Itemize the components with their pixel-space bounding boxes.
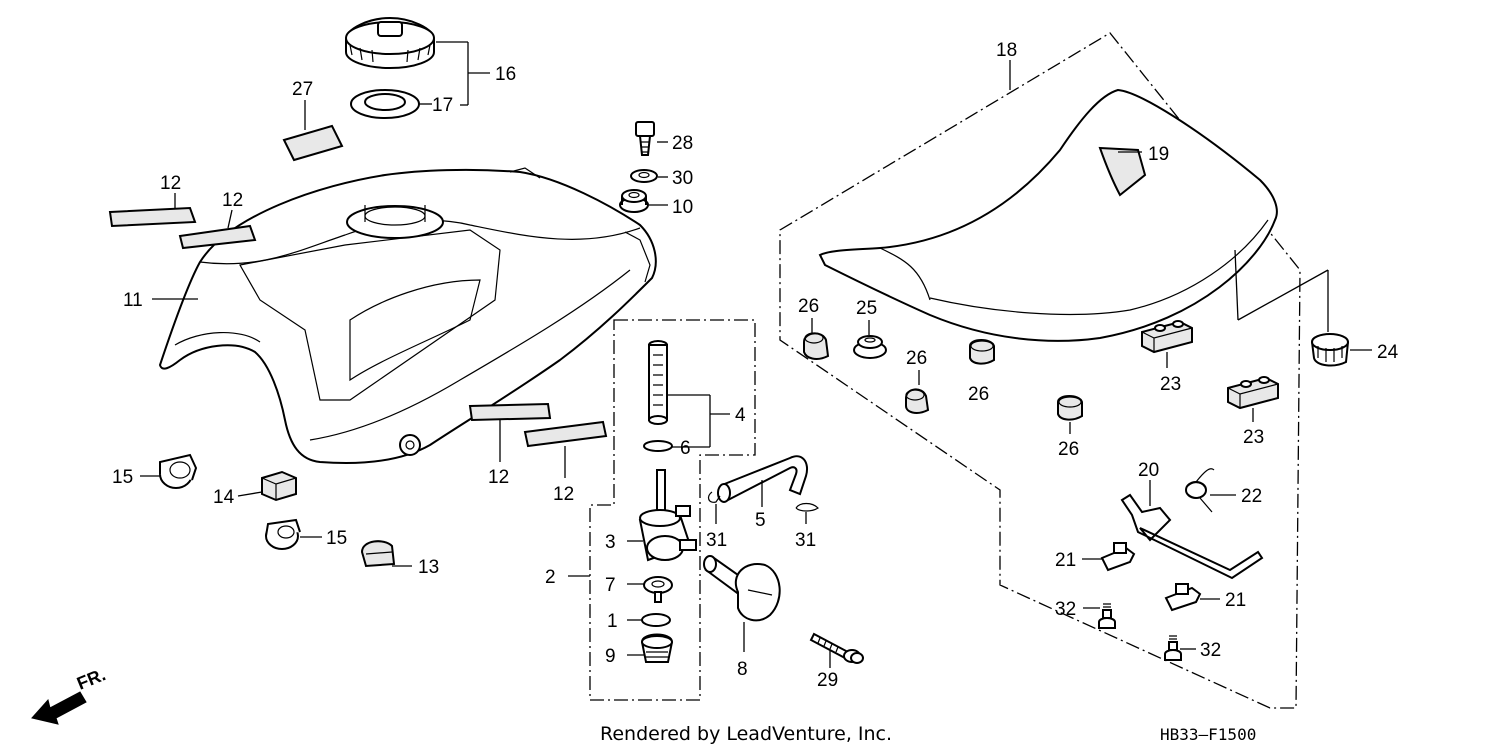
callout-4: 4 [735, 405, 746, 426]
callout-31a: 31 [706, 530, 727, 551]
washer[interactable] [630, 169, 658, 183]
callout-16: 16 [495, 64, 516, 85]
callout-30: 30 [672, 168, 693, 189]
callout-32b: 32 [1200, 640, 1221, 661]
callout-8: 8 [737, 659, 748, 680]
callout-29: 29 [817, 670, 838, 691]
callout-3: 3 [605, 532, 616, 553]
cushion-strip-2[interactable] [178, 224, 257, 250]
cushion-strip-4[interactable] [523, 420, 608, 448]
rubber-mount-15b[interactable] [265, 518, 301, 550]
callout-26c: 26 [968, 384, 989, 405]
bolt-32a[interactable] [1098, 603, 1116, 629]
callout-27: 27 [292, 79, 313, 100]
cushion-strip-3[interactable] [468, 402, 552, 422]
callout-12d: 12 [553, 484, 574, 505]
callout-12c: 12 [488, 467, 509, 488]
front-direction-arrow-icon [31, 691, 87, 725]
callout-13: 13 [418, 557, 439, 578]
fuel-cap-gasket[interactable] [350, 89, 420, 119]
callout-2: 2 [545, 567, 556, 588]
front-direction-label: FR. [74, 664, 108, 693]
callout-17: 17 [432, 95, 453, 116]
callout-9: 9 [605, 646, 616, 667]
grommet-10[interactable] [619, 189, 649, 213]
callout-26d: 26 [1058, 439, 1079, 460]
callout-15a: 15 [112, 467, 133, 488]
diagram-code: HB33–F1500 [1160, 725, 1256, 744]
valve-plate-7[interactable] [643, 576, 673, 603]
sediment-cup-9[interactable] [640, 633, 674, 663]
caution-label[interactable] [282, 124, 344, 162]
callout-31b: 31 [795, 530, 816, 551]
fuel-tank[interactable] [158, 167, 657, 464]
grommet-25[interactable] [853, 335, 887, 359]
o-ring-6[interactable] [643, 440, 673, 452]
clip-21a[interactable] [1100, 542, 1136, 572]
callout-12a: 12 [160, 173, 181, 194]
callout-11: 11 [123, 290, 143, 311]
rubber-mount-15a[interactable] [159, 453, 198, 489]
callout-25: 25 [856, 298, 877, 319]
clip-21b[interactable] [1164, 583, 1202, 612]
seat-cushion-26c[interactable] [969, 339, 995, 365]
seat-cushion-26d[interactable] [1057, 395, 1083, 421]
callout-7: 7 [605, 575, 616, 596]
callout-10: 10 [672, 197, 693, 218]
callout-26a: 26 [798, 296, 819, 317]
fuel-valve[interactable] [638, 469, 697, 562]
callout-23b: 23 [1243, 427, 1264, 448]
callout-21a: 21 [1055, 550, 1076, 571]
rubber-block-14[interactable] [261, 470, 297, 502]
callout-26b: 26 [906, 348, 927, 369]
callout-20: 20 [1138, 460, 1159, 481]
spring-22[interactable] [1185, 468, 1215, 513]
callout-1: 1 [607, 611, 618, 632]
rubber-block-23a[interactable] [1141, 320, 1193, 354]
rubber-block-23b[interactable] [1227, 376, 1279, 410]
callout-19: 19 [1148, 144, 1169, 165]
seat-catch-20[interactable] [1120, 493, 1264, 580]
fuel-tube[interactable] [717, 455, 808, 503]
seat-cushion-26b[interactable] [905, 388, 930, 414]
bolt-29[interactable] [809, 632, 864, 664]
tube-clip-b[interactable] [795, 502, 819, 512]
fuel-strainer[interactable] [648, 340, 668, 425]
callout-12b: 12 [222, 190, 243, 211]
callout-15b: 15 [326, 528, 347, 549]
callout-22: 22 [1241, 486, 1262, 507]
bolt[interactable] [635, 121, 655, 156]
callout-18: 18 [996, 40, 1017, 61]
seat[interactable] [818, 88, 1278, 342]
callout-32a: 32 [1055, 599, 1076, 620]
callout-14: 14 [213, 487, 235, 508]
tube-clip-a[interactable] [707, 491, 721, 503]
callout-23a: 23 [1160, 374, 1181, 395]
rendered-by-credit: Rendered by LeadVenture, Inc. [600, 723, 892, 745]
cushion-strip-1[interactable] [108, 206, 197, 228]
seat-cushion-24[interactable] [1310, 333, 1350, 367]
callout-6: 6 [680, 438, 691, 459]
callout-24: 24 [1377, 342, 1399, 363]
callout-28: 28 [672, 133, 693, 154]
callout-21b: 21 [1225, 590, 1246, 611]
o-ring-1[interactable] [641, 613, 671, 627]
fuel-cap[interactable] [345, 16, 435, 69]
callout-5: 5 [755, 510, 766, 531]
fuel-valve-lever[interactable] [703, 555, 781, 622]
bolt-32b[interactable] [1164, 635, 1182, 661]
rubber-block-13[interactable] [360, 540, 396, 568]
seat-cushion-26a[interactable] [803, 332, 830, 360]
